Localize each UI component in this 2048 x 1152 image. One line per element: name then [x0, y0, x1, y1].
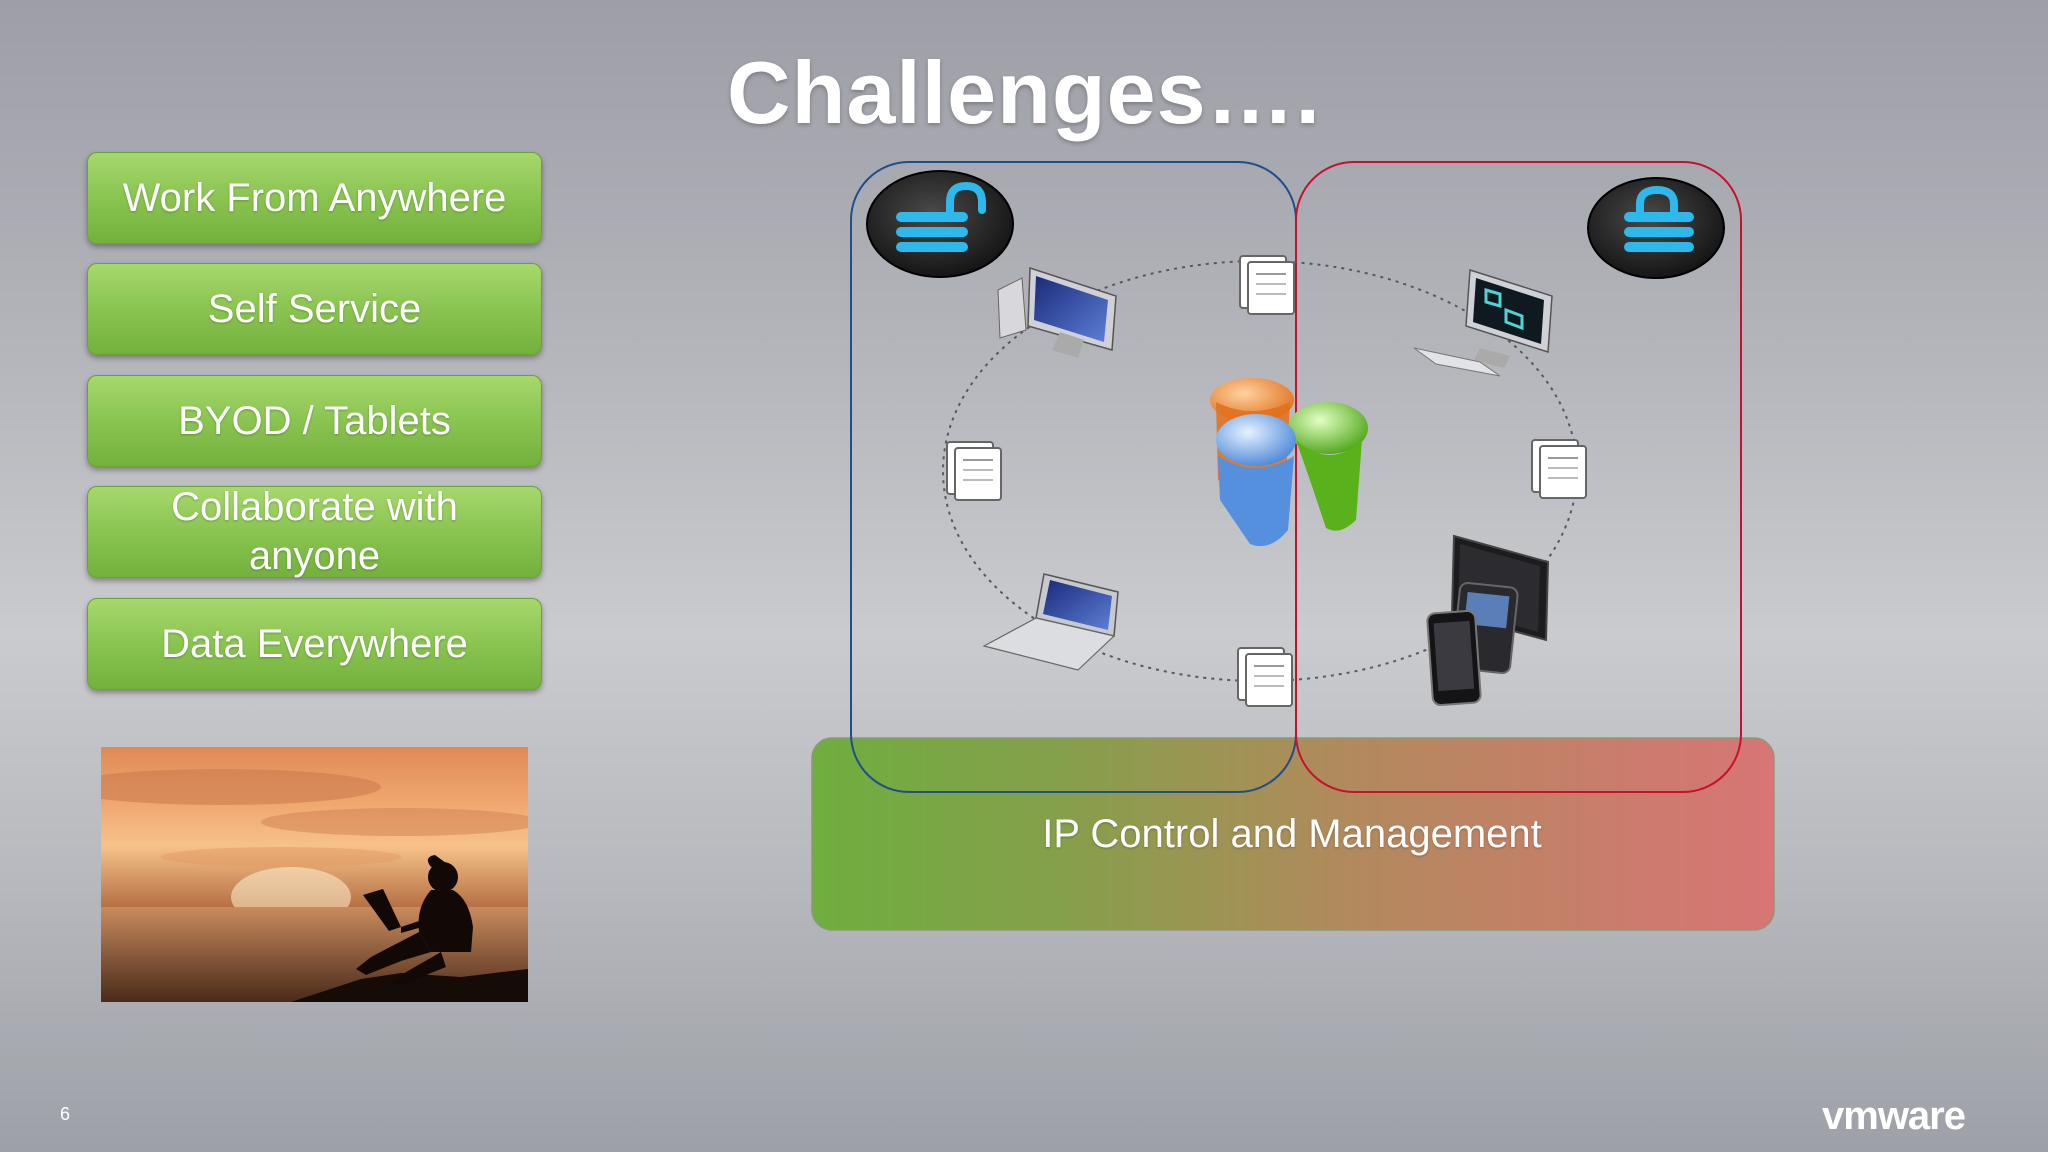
- challenge-collaborate[interactable]: Collaborate with anyone: [87, 485, 542, 578]
- slide-number: 6: [60, 1104, 71, 1124]
- secured-region: [1295, 161, 1742, 793]
- document-icon: [1531, 439, 1587, 499]
- document-icon: [946, 441, 1002, 501]
- slide-title: Challenges….: [727, 43, 1321, 142]
- document-icon: [1237, 647, 1293, 707]
- sunset-laptop-photo: [101, 747, 528, 1002]
- document-icon: [1239, 255, 1295, 315]
- challenge-work-from-anywhere[interactable]: Work From Anywhere: [87, 152, 542, 244]
- vmware-logo: vmware: [1822, 1094, 1966, 1138]
- challenge-self-service[interactable]: Self Service: [87, 263, 542, 355]
- workstation-icon: [1413, 268, 1553, 377]
- challenge-data-everywhere[interactable]: Data Everywhere: [87, 598, 542, 690]
- unlocked-lock-icon: [866, 170, 1014, 278]
- mobile-devices-icon: [1426, 534, 1550, 707]
- laptop-icon: [982, 573, 1119, 671]
- locked-lock-icon: [1587, 177, 1725, 279]
- challenge-byod-tablets[interactable]: BYOD / Tablets: [87, 375, 542, 467]
- ip-control-label: IP Control and Management: [1042, 812, 1542, 856]
- users-group-icon: [1210, 378, 1368, 547]
- desktop-pc-icon: [997, 266, 1117, 358]
- ip-control-bar: [811, 737, 1775, 931]
